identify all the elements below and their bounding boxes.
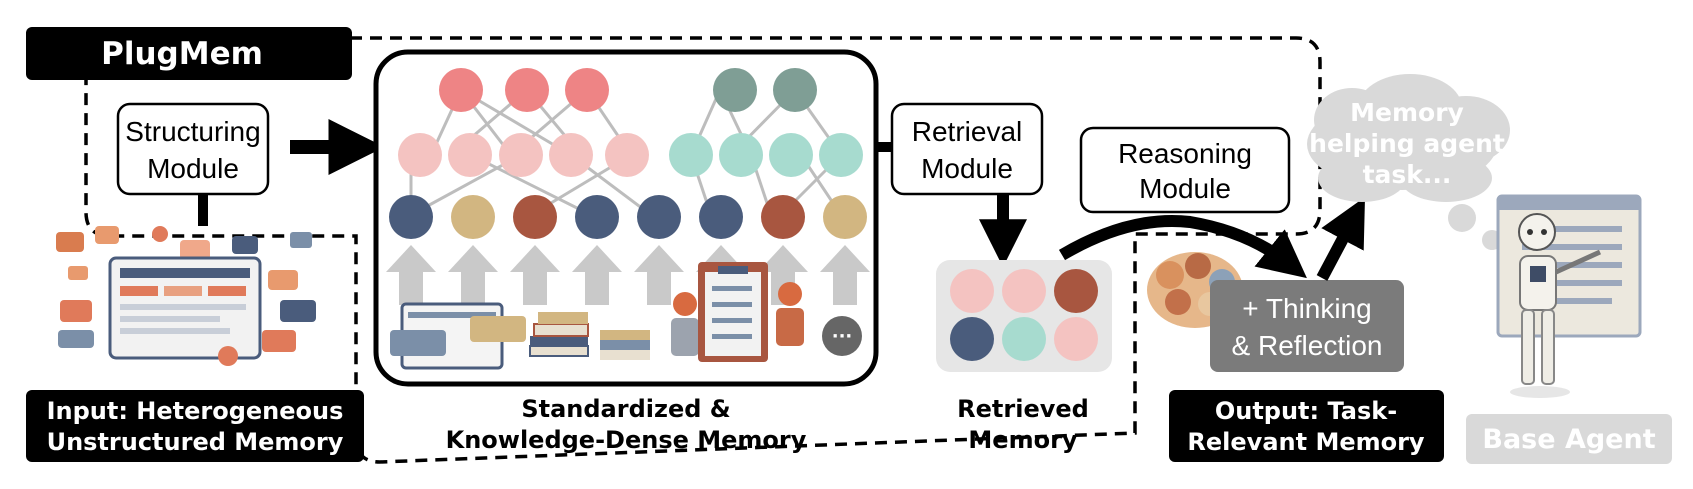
retrieval-module-box (890, 102, 1044, 196)
output-arrow (1316, 197, 1366, 281)
output-label-2: Relevant Memory (1187, 428, 1425, 456)
output-label-box (1169, 390, 1444, 462)
thinking-label-1: + Thinking (1242, 293, 1371, 324)
input-label-2: Unstructured Memory (47, 428, 344, 456)
retrieval-module-label-2: Module (921, 153, 1013, 184)
plugmem-title-box (26, 27, 352, 80)
more-badge (822, 316, 862, 356)
thought-bubble-line-1: Memory (1350, 98, 1464, 127)
base-agent-illustration (1496, 194, 1642, 398)
retrieval-module-label-1: Retrieval (912, 116, 1022, 147)
knowledge-top-nodes (439, 68, 817, 112)
plugmem-title: PlugMem (101, 36, 263, 72)
knowledge-bottom-nodes (389, 195, 867, 239)
more-badge-label: ··· (832, 326, 853, 347)
retrieved-label-2: Memory (968, 426, 1077, 454)
reasoning-module-box (1079, 126, 1291, 214)
reasoning-module-label-2: Module (1139, 173, 1231, 204)
thinking-reflection-box (1210, 280, 1404, 372)
output-label-1: Output: Task- (1215, 397, 1397, 425)
retrieved-memory-nodes (950, 269, 1098, 361)
structuring-module-box (116, 102, 270, 196)
structuring-module-label-2: Module (147, 153, 239, 184)
knowledge-middle-nodes (398, 133, 863, 177)
reasoning-curve-arrow (1058, 214, 1307, 279)
standardized-label-1: Standardized & (521, 395, 730, 423)
input-label-box (26, 390, 364, 462)
input-label-1: Input: Heterogeneous (47, 397, 344, 425)
thought-bubble-line-3: task... (1363, 160, 1452, 189)
thinking-label-2: & Reflection (1232, 330, 1383, 361)
reasoning-module-label-1: Reasoning (1118, 138, 1252, 169)
heterogeneous-documents-illustration (56, 226, 316, 366)
base-agent-label-box (1466, 414, 1672, 464)
knowledge-sources-illustration (390, 262, 804, 370)
upward-gray-arrows (386, 245, 870, 305)
standardized-label-2: Knowledge-Dense Memory (446, 426, 807, 454)
retrieved-label-1: Retrieved (957, 395, 1089, 423)
structuring-module-label-1: Structuring (125, 116, 260, 147)
thought-bubble-line-2: helping agent (1309, 129, 1505, 158)
base-agent-label: Base Agent (1482, 424, 1655, 455)
thought-bubble (1307, 74, 1510, 250)
